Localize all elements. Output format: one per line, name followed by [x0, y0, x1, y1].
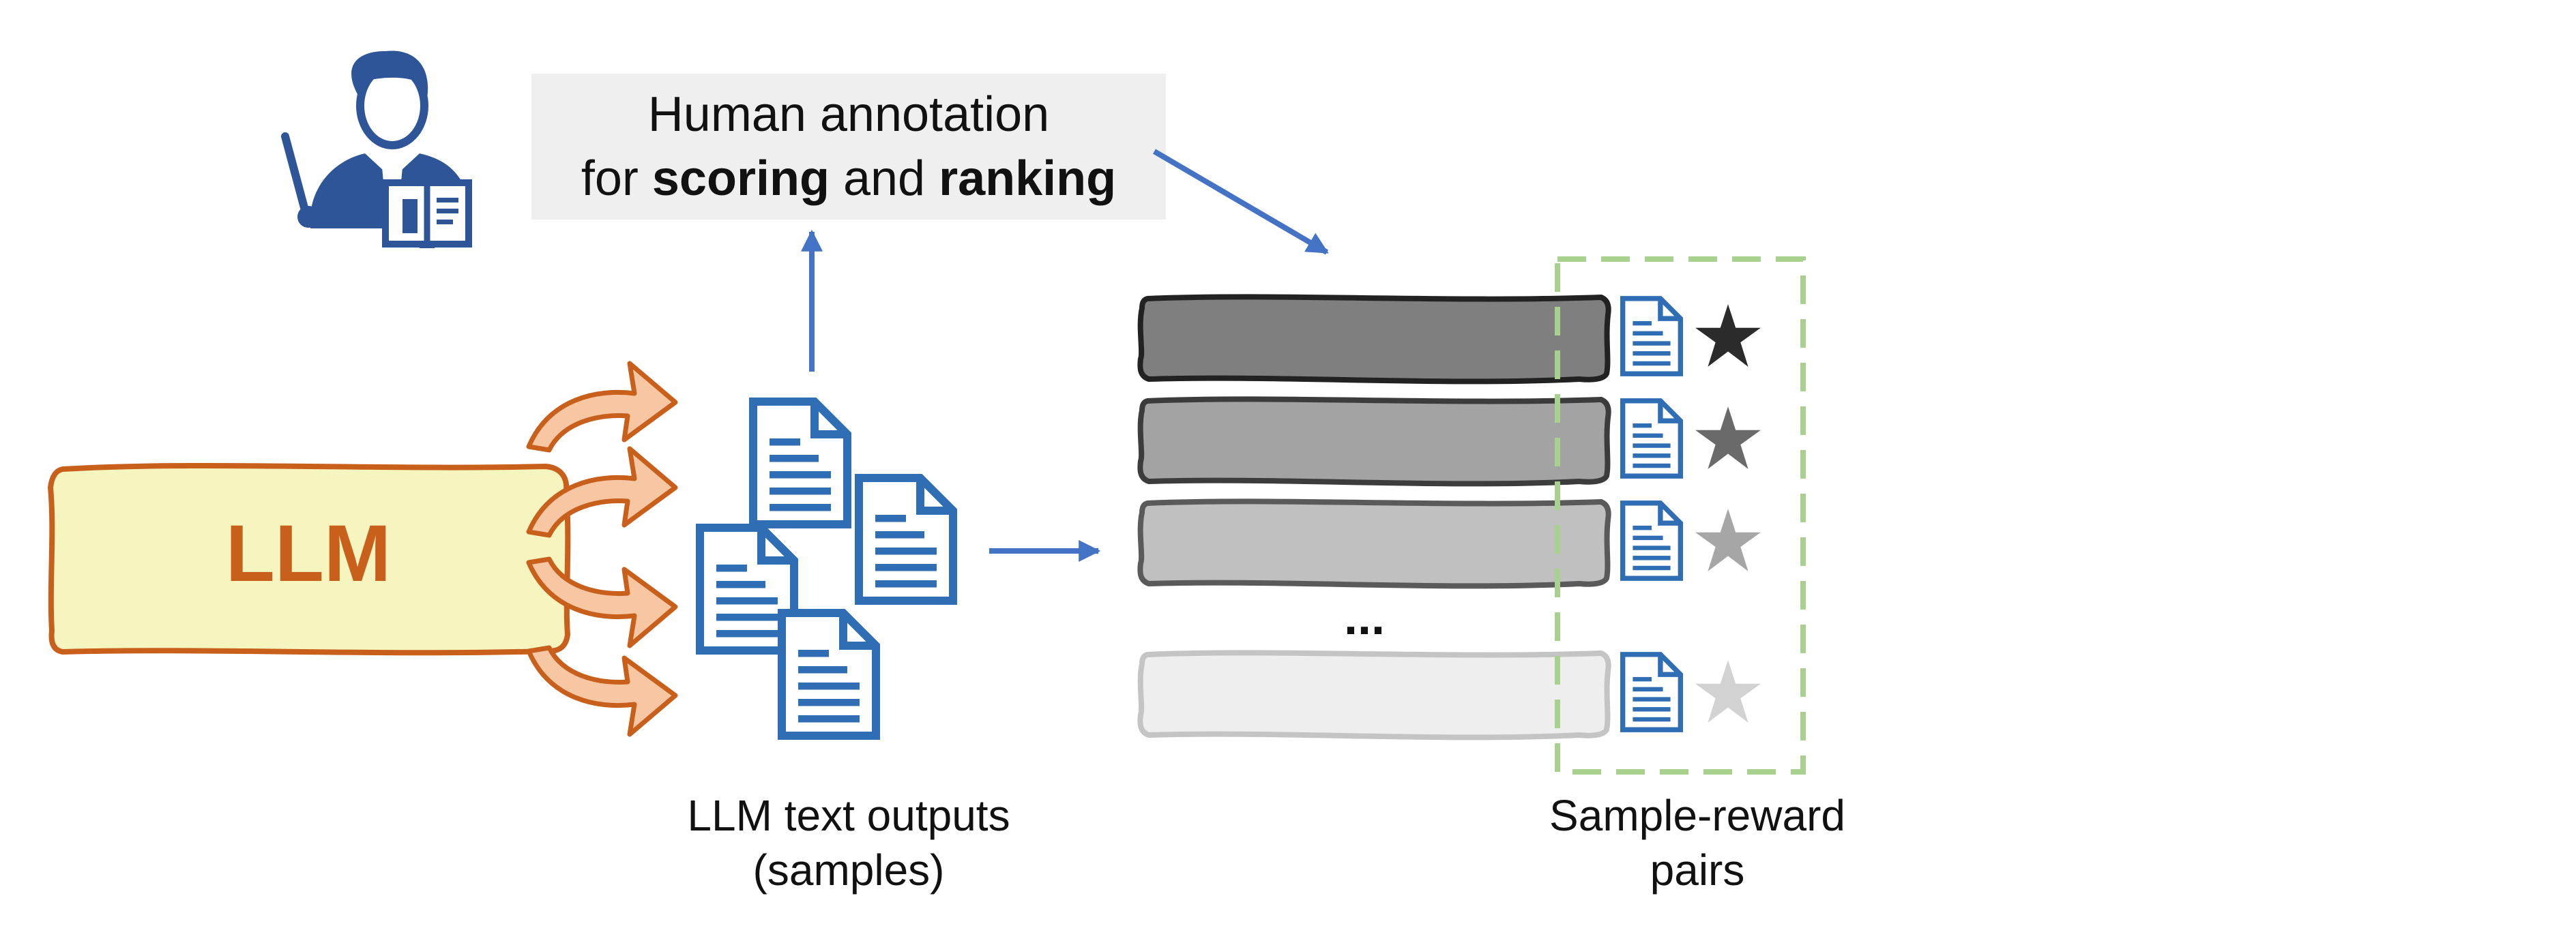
callout-line2-mid: and	[830, 151, 939, 206]
sample-bar	[1137, 650, 1611, 740]
sample-bar	[1137, 294, 1611, 385]
document-icon	[1623, 503, 1681, 578]
callout-line2-prefix: for	[581, 151, 652, 206]
sample-bar	[1137, 498, 1611, 589]
pairs-label-line1: Sample-reward	[1549, 791, 1845, 840]
callout-line1: Human annotation	[648, 87, 1049, 142]
ranked-sample-row	[1137, 396, 1761, 487]
callout-line2: for scoring and ranking	[581, 151, 1116, 206]
sample-bar	[1137, 396, 1611, 487]
document-icon	[1623, 655, 1681, 730]
curve-arrow-4	[529, 648, 675, 734]
ranked-sample-row	[1137, 498, 1761, 589]
document-icon	[1623, 299, 1681, 374]
arrow-to-ranking	[1152, 149, 1329, 255]
document-icon	[753, 402, 847, 524]
star-icon	[1695, 660, 1761, 723]
sample-reward-pairs-box	[1555, 256, 1806, 775]
ranked-samples	[1137, 294, 1761, 740]
outputs-label-line1: LLM text outputs	[687, 791, 1010, 840]
llm-block: LLM	[47, 462, 571, 656]
callout-background	[531, 74, 1166, 220]
star-icon	[1695, 509, 1761, 571]
document-icon	[859, 478, 953, 601]
ranked-sample-row	[1137, 650, 1761, 740]
star-icon	[1695, 406, 1761, 469]
pairs-label-line2: pairs	[1650, 845, 1745, 895]
star-icon	[1695, 304, 1761, 367]
sample-documents	[700, 402, 953, 736]
person-teacher-icon	[281, 50, 472, 248]
callout-bold-ranking: ranking	[939, 151, 1116, 206]
outputs-label-line2: (samples)	[753, 845, 945, 895]
document-icon	[782, 613, 876, 736]
callout-bold-scoring: scoring	[652, 151, 830, 206]
llm-label: LLM	[226, 509, 391, 599]
document-icon	[1623, 401, 1681, 476]
curve-arrow-1	[529, 363, 675, 450]
ellipsis: ...	[1344, 590, 1385, 645]
ranked-sample-row	[1137, 294, 1761, 385]
annotation-callout: Human annotation for scoring and ranking	[531, 74, 1166, 220]
